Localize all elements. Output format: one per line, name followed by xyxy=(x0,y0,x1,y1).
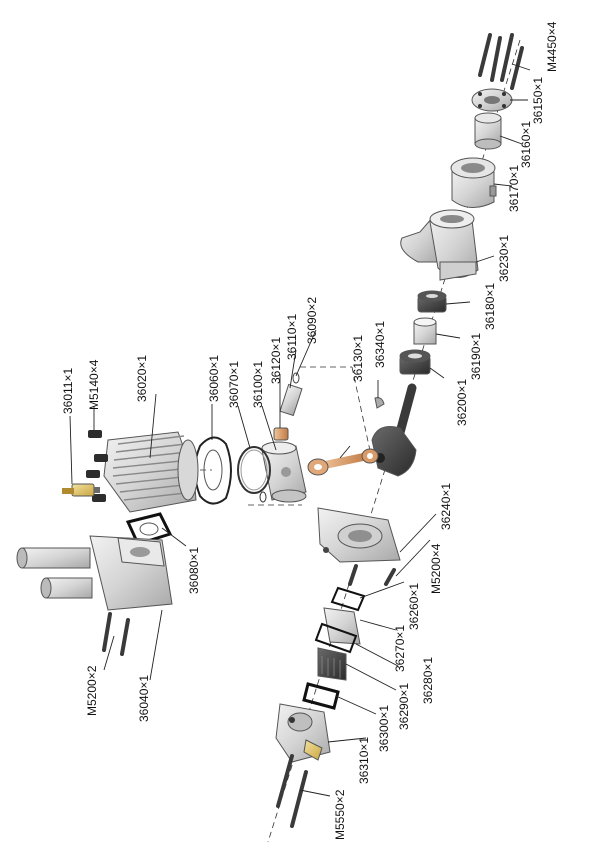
label-36080: 36080×1 xyxy=(187,547,201,594)
label-m5200-x4: M5200×4 xyxy=(429,543,443,594)
carburetor xyxy=(275,703,331,763)
woodruff-key xyxy=(374,397,385,409)
rear-cover-plate xyxy=(471,88,513,112)
label-36230: 36230×1 xyxy=(497,235,511,282)
piston-ring xyxy=(237,446,271,494)
piston xyxy=(261,441,307,503)
front-bearing xyxy=(417,290,447,313)
screw-m5200-backplate-set xyxy=(348,564,396,586)
rear-bearing xyxy=(399,349,431,375)
rear-housing xyxy=(450,157,497,208)
label-36290: 36290×1 xyxy=(397,683,411,730)
crankcase-front xyxy=(400,209,479,281)
label-36190: 36190×1 xyxy=(469,333,483,380)
label-36090: 36090×2 xyxy=(305,297,319,344)
carburetor-gasket xyxy=(302,682,340,710)
label-36260: 36260×1 xyxy=(407,583,421,630)
label-36300: 36300×1 xyxy=(377,705,391,752)
label-36130: 36130×1 xyxy=(351,335,365,382)
label-36310: 36310×1 xyxy=(357,737,371,784)
label-36040: 36040×1 xyxy=(137,675,151,722)
label-36100: 36100×1 xyxy=(251,361,265,408)
label-m4450: M4450×4 xyxy=(545,21,559,72)
label-36120: 36120×1 xyxy=(269,337,283,384)
crankcase-backplate xyxy=(317,507,401,563)
label-m5140: M5140×4 xyxy=(87,359,101,410)
label-36020: 36020×1 xyxy=(135,355,149,402)
reed-gasket-front xyxy=(330,586,366,612)
label-36070: 36070×1 xyxy=(227,361,241,408)
screw-m5140-set xyxy=(86,430,108,502)
spacer-sleeve xyxy=(413,317,437,345)
screw-m5200-muffler-set xyxy=(102,612,130,656)
wrist-pin xyxy=(279,372,303,417)
spark-plug xyxy=(62,483,100,497)
label-36011: 36011×1 xyxy=(61,368,75,414)
rotary-valve-disc xyxy=(474,112,502,150)
part-labels: M4450×4 36150×1 36160×1 36170×1 36230×1 … xyxy=(61,21,559,840)
reed-gasket-rear xyxy=(314,622,358,654)
label-m5550: M5550×2 xyxy=(333,789,347,840)
label-36240: 36240×1 xyxy=(439,483,453,530)
screw-m5550-set xyxy=(276,754,308,828)
label-m5200-x2: M5200×2 xyxy=(85,665,99,716)
connecting-rod xyxy=(307,448,379,476)
label-36110: 36110×1 xyxy=(285,314,299,360)
reed-valve-cage xyxy=(317,647,347,681)
label-36280: 36280×1 xyxy=(421,657,435,704)
pin-bushing xyxy=(273,427,289,441)
muffler xyxy=(16,535,173,611)
bolt-m4450-set xyxy=(478,33,524,90)
leader-lines xyxy=(69,63,531,797)
cylinder-head xyxy=(103,431,199,513)
label-36340: 36340×1 xyxy=(373,321,387,368)
label-36160: 36160×1 xyxy=(519,121,533,168)
crankshaft xyxy=(371,383,417,477)
cylinder-gasket xyxy=(194,436,232,505)
label-36270: 36270×1 xyxy=(393,625,407,672)
label-36170: 36170×1 xyxy=(507,165,521,212)
label-36180: 36180×1 xyxy=(483,283,497,330)
label-36200: 36200×1 xyxy=(455,379,469,426)
label-36060: 36060×1 xyxy=(207,355,221,402)
clip-ring xyxy=(259,491,267,503)
label-36150: 36150×1 xyxy=(531,77,545,124)
